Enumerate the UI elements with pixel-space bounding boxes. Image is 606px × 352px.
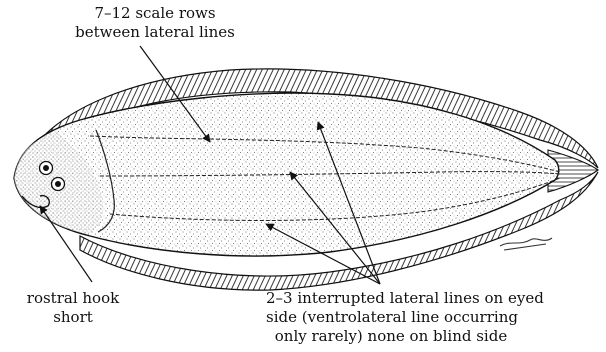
label-scale-rows: 7–12 scale rows between lateral lines [40, 4, 270, 42]
label-lateral-lines-line2: side (ventrolateral line occurring [266, 308, 516, 327]
label-rostral-hook-line1: rostral hook [8, 289, 138, 308]
label-scale-rows-line1: 7–12 scale rows [40, 4, 270, 23]
label-rostral-hook-line2: short [8, 308, 138, 327]
label-rostral-hook: rostral hook short [8, 289, 138, 327]
label-lateral-lines: 2–3 interrupted lateral lines on eyed si… [266, 289, 516, 346]
eye-lower [52, 178, 65, 191]
label-lateral-lines-line3: only rarely) none on blind side [266, 327, 516, 346]
artist-signature [500, 238, 552, 250]
eye-upper [40, 162, 53, 175]
label-lateral-lines-line1: 2–3 interrupted lateral lines on eyed [266, 289, 516, 308]
label-scale-rows-line2: between lateral lines [40, 23, 270, 42]
